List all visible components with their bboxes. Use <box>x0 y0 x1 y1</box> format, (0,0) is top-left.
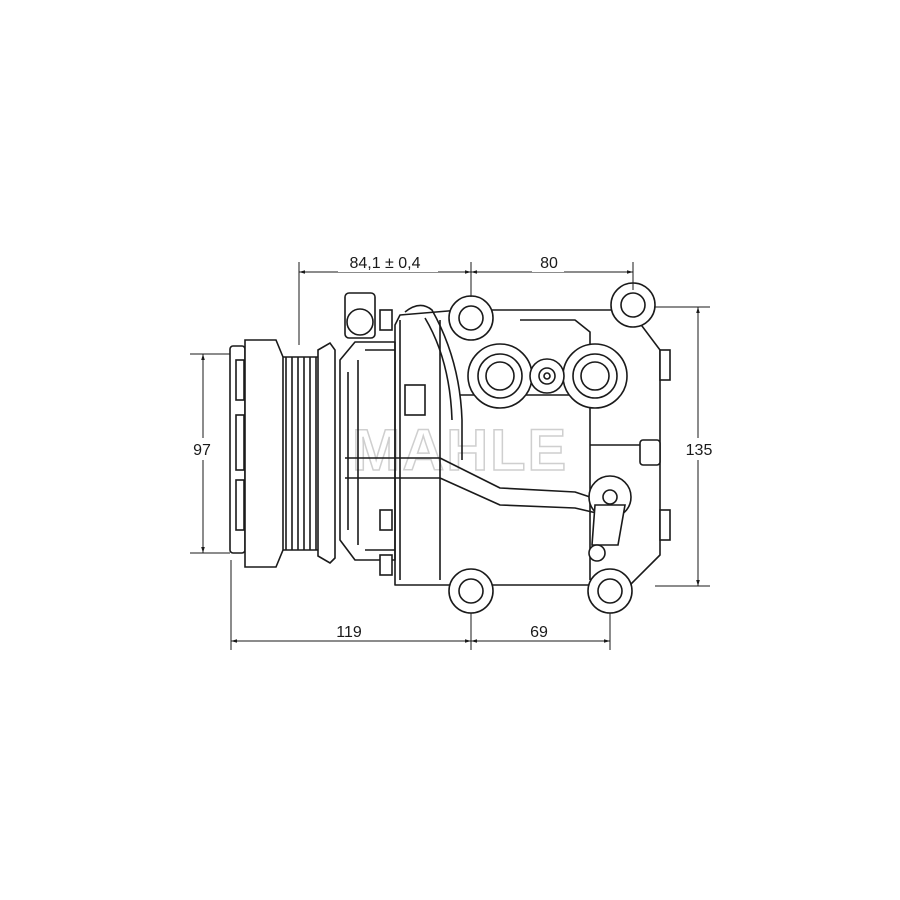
dim-label-bottom-right: 69 <box>530 624 548 641</box>
dim-label-bottom-left: 119 <box>336 624 362 641</box>
dim-label-right-height: 135 <box>686 442 713 459</box>
dim-label-top-left: 84,1 ± 0,4 <box>349 255 420 272</box>
electrical-connector <box>345 304 632 562</box>
pulley-clutch <box>229 339 336 568</box>
watermark-logo: MAHLE <box>352 418 568 483</box>
dim-label-left-height: 97 <box>193 442 211 459</box>
dim-label-top-right: 80 <box>540 255 558 272</box>
refrigerant-ports <box>467 343 628 409</box>
